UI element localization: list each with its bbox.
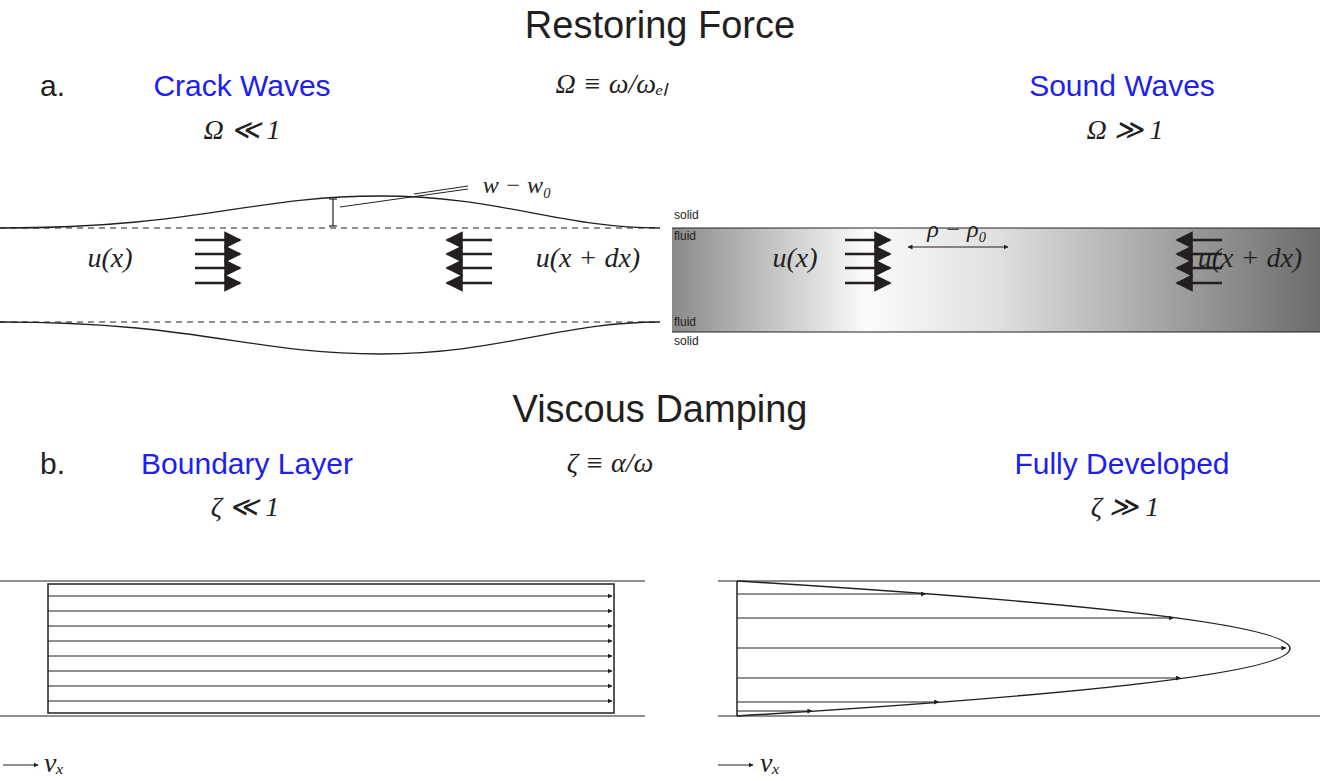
parabolic-profile bbox=[737, 581, 1290, 716]
velocity-arrows bbox=[48, 596, 612, 701]
regime-title: Fully Developed bbox=[1014, 447, 1229, 480]
medium-label: solid bbox=[674, 209, 699, 222]
regime-condition: ζ ≫ 1 bbox=[1091, 492, 1159, 523]
velocity-arrow bbox=[737, 618, 1173, 619]
density-arrow bbox=[908, 247, 1008, 248]
velocity-label: u(x + dx) bbox=[536, 243, 640, 274]
regime-title: Sound Waves bbox=[1029, 69, 1215, 102]
density-label: ρ − ρ₀ bbox=[927, 216, 987, 242]
velocity-label: u(x) bbox=[87, 243, 132, 274]
regime-condition: ζ ≪ 1 bbox=[211, 492, 279, 523]
regime-title: Crack Waves bbox=[153, 69, 330, 102]
formula: Ω ≡ ω/ωₑₗ bbox=[556, 69, 669, 100]
section-heading: Viscous Damping bbox=[512, 389, 807, 431]
medium-label: fluid bbox=[674, 230, 696, 243]
regime-condition: Ω ≪ 1 bbox=[203, 115, 280, 146]
medium-label: solid bbox=[674, 335, 699, 348]
regime-condition: Ω ≫ 1 bbox=[1086, 115, 1163, 146]
panel-letter: a. bbox=[40, 69, 65, 102]
velocity-arrow bbox=[737, 594, 925, 595]
velocity-label: u(x) bbox=[772, 243, 817, 274]
displacement-label: w − w₀ bbox=[483, 172, 552, 198]
velocity-arrows bbox=[737, 594, 1286, 711]
flow-arrows bbox=[195, 240, 492, 283]
section-heading: Restoring Force bbox=[525, 5, 795, 47]
plug-profile bbox=[48, 584, 614, 713]
panel-letter: b. bbox=[40, 447, 65, 480]
velocity-symbol: vₓ bbox=[760, 748, 780, 779]
velocity-arrow bbox=[737, 702, 939, 703]
channel-walls bbox=[0, 581, 1320, 716]
velocity-arrow bbox=[737, 678, 1180, 679]
formula: ζ ≡ α/ω bbox=[567, 448, 653, 479]
velocity-arrow bbox=[737, 711, 812, 712]
velocity-label: u(x + dx) bbox=[1198, 243, 1302, 274]
medium-label: fluid bbox=[674, 316, 696, 329]
flow-arrows bbox=[845, 240, 1222, 283]
velocity-symbol: vₓ bbox=[44, 748, 64, 779]
fluid-band bbox=[672, 228, 1320, 332]
crack-wall bbox=[0, 186, 660, 354]
velocity-arrow bbox=[737, 648, 1286, 649]
regime-title: Boundary Layer bbox=[141, 447, 353, 480]
velocity-key bbox=[3, 765, 753, 766]
